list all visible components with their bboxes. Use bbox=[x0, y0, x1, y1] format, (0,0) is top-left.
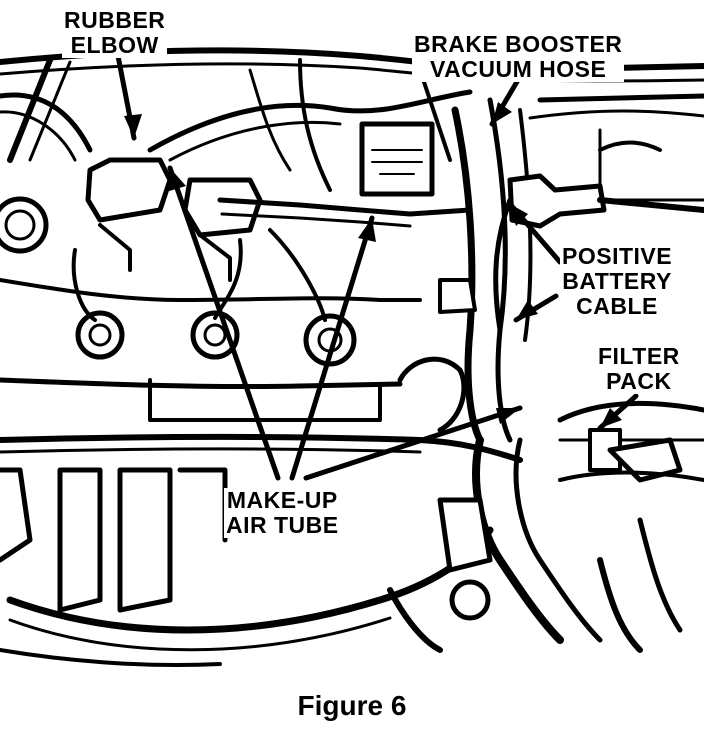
make-up-air-line-1: MAKE-UP bbox=[226, 487, 338, 513]
positive-battery-cable-label: POSITIVE BATTERY CABLE bbox=[560, 243, 675, 319]
figure-caption: Figure 6 bbox=[297, 690, 407, 721]
brake-booster-line-1: BRAKE BOOSTER bbox=[414, 31, 623, 57]
rubber-elbow-line-2: ELBOW bbox=[70, 32, 159, 58]
make-up-air-tube-label: MAKE-UP AIR TUBE bbox=[224, 488, 341, 538]
positive-battery-line-1: POSITIVE bbox=[562, 243, 673, 269]
filter-pack-line-1: FILTER bbox=[598, 343, 680, 369]
brake-booster-label: BRAKE BOOSTER VACUUM HOSE bbox=[412, 31, 625, 82]
filter-pack-line-2: PACK bbox=[606, 368, 672, 394]
positive-battery-line-3: CABLE bbox=[576, 293, 658, 319]
filter-pack-label: FILTER PACK bbox=[596, 344, 682, 394]
rubber-elbow-line-1: RUBBER bbox=[64, 7, 166, 33]
brake-booster-line-2: VACUUM HOSE bbox=[430, 56, 607, 82]
rubber-elbow-label: RUBBER ELBOW bbox=[62, 7, 168, 58]
positive-battery-line-2: BATTERY bbox=[562, 268, 672, 294]
make-up-air-line-2: AIR TUBE bbox=[226, 512, 339, 538]
